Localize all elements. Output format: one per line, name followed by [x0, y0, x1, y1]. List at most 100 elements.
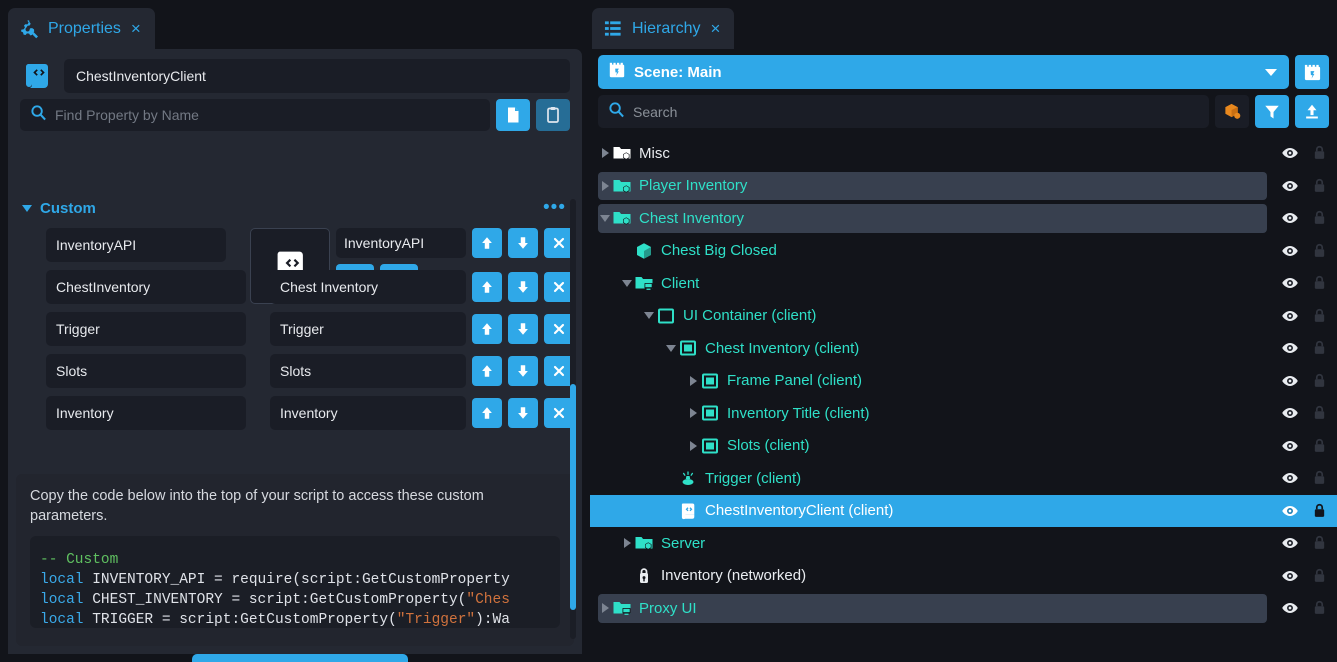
lock-icon[interactable] — [1311, 502, 1329, 520]
tree-row[interactable]: Slots (client) — [590, 430, 1337, 463]
move-down-button[interactable] — [508, 228, 538, 258]
tree-row[interactable]: Player Inventory — [590, 170, 1337, 203]
property-value-field[interactable]: Trigger — [270, 312, 466, 346]
property-key-field[interactable]: Slots — [46, 354, 246, 388]
lock-icon[interactable] — [1311, 437, 1329, 455]
custom-section-header[interactable]: Custom ••• — [16, 194, 574, 222]
filter-button[interactable] — [1255, 95, 1289, 128]
overflow-menu-icon[interactable]: ••• — [543, 197, 566, 218]
hierarchy-search-input[interactable] — [633, 103, 1199, 120]
asset-name-field[interactable]: InventoryAPI — [336, 228, 466, 258]
lock-icon[interactable] — [1311, 307, 1329, 325]
move-down-button[interactable] — [508, 356, 538, 386]
chevron-down-icon[interactable] — [22, 204, 32, 212]
lock-icon[interactable] — [1311, 242, 1329, 260]
tree-row[interactable]: Server — [590, 527, 1337, 560]
expand-triangle-icon[interactable] — [686, 374, 700, 388]
properties-scrollbar-thumb[interactable] — [570, 384, 576, 610]
visibility-eye-icon[interactable] — [1281, 274, 1299, 292]
tree-row[interactable]: Chest Inventory — [590, 202, 1337, 235]
tree-row[interactable]: Chest Inventory (client) — [590, 332, 1337, 365]
paste-properties-button[interactable] — [536, 99, 570, 131]
tree-row[interactable]: ChestInventoryClient (client) — [590, 494, 1337, 527]
collapse-triangle-icon[interactable] — [664, 341, 678, 355]
search-input-wrap[interactable] — [20, 99, 490, 131]
visibility-eye-icon[interactable] — [1281, 242, 1299, 260]
visibility-eye-icon[interactable] — [1281, 534, 1299, 552]
scene-dropdown[interactable]: Scene: Main — [598, 55, 1289, 89]
lock-icon[interactable] — [1311, 274, 1329, 292]
move-up-button[interactable] — [472, 398, 502, 428]
tree-row[interactable]: UI Container (client) — [590, 300, 1337, 333]
publish-button[interactable] — [1295, 95, 1329, 128]
visibility-eye-icon[interactable] — [1281, 339, 1299, 357]
lock-icon[interactable] — [1311, 567, 1329, 585]
expand-triangle-icon[interactable] — [686, 406, 700, 420]
property-value-field[interactable]: Chest Inventory — [270, 270, 466, 304]
expand-triangle-icon[interactable] — [598, 179, 612, 193]
tree-row[interactable]: Trigger (client) — [590, 462, 1337, 495]
remove-property-button[interactable] — [544, 356, 574, 386]
expand-triangle-icon[interactable] — [686, 439, 700, 453]
lock-icon[interactable] — [1311, 177, 1329, 195]
expand-triangle-icon[interactable] — [598, 601, 612, 615]
move-up-button[interactable] — [472, 356, 502, 386]
visibility-eye-icon[interactable] — [1281, 599, 1299, 617]
move-down-button[interactable] — [508, 398, 538, 428]
visibility-eye-icon[interactable] — [1281, 307, 1299, 325]
new-scene-button[interactable] — [1295, 55, 1329, 89]
property-key-field[interactable]: Inventory — [46, 396, 246, 430]
visibility-eye-icon[interactable] — [1281, 469, 1299, 487]
lock-icon[interactable] — [1311, 372, 1329, 390]
hierarchy-search-wrap[interactable] — [598, 95, 1209, 128]
visibility-eye-icon[interactable] — [1281, 404, 1299, 422]
tree-row[interactable]: Misc — [590, 137, 1337, 170]
property-key-field[interactable]: Trigger — [46, 312, 246, 346]
property-key-field[interactable]: ChestInventory — [46, 270, 246, 304]
remove-property-button[interactable] — [544, 272, 574, 302]
visibility-eye-icon[interactable] — [1281, 144, 1299, 162]
expand-triangle-icon[interactable] — [620, 536, 634, 550]
object-name-field[interactable] — [64, 59, 570, 93]
property-value-field[interactable]: Slots — [270, 354, 466, 388]
close-icon[interactable]: × — [710, 19, 721, 38]
tree-row[interactable]: Frame Panel (client) — [590, 365, 1337, 398]
remove-property-button[interactable] — [544, 398, 574, 428]
tab-properties[interactable]: Properties × — [8, 8, 155, 49]
lock-icon[interactable] — [1311, 339, 1329, 357]
collapse-triangle-icon[interactable] — [598, 211, 612, 225]
assets-toggle-button[interactable] — [1215, 95, 1249, 128]
tree-row[interactable]: Inventory Title (client) — [590, 397, 1337, 430]
add-custom-property-button[interactable]: Add Custom Property — [192, 654, 408, 662]
move-down-button[interactable] — [508, 272, 538, 302]
lock-icon[interactable] — [1311, 209, 1329, 227]
property-key-field[interactable]: InventoryAPI — [46, 228, 226, 262]
move-down-button[interactable] — [508, 314, 538, 344]
chevron-down-icon[interactable] — [1265, 68, 1277, 76]
lock-icon[interactable] — [1311, 404, 1329, 422]
tree-row[interactable]: Chest Big Closed — [590, 235, 1337, 268]
lock-icon[interactable] — [1311, 144, 1329, 162]
visibility-eye-icon[interactable] — [1281, 567, 1299, 585]
move-up-button[interactable] — [472, 314, 502, 344]
move-up-button[interactable] — [472, 272, 502, 302]
visibility-eye-icon[interactable] — [1281, 437, 1299, 455]
close-icon[interactable]: × — [130, 19, 141, 38]
lock-icon[interactable] — [1311, 599, 1329, 617]
collapse-triangle-icon[interactable] — [642, 309, 656, 323]
remove-property-button[interactable] — [544, 228, 574, 258]
expand-triangle-icon[interactable] — [598, 146, 612, 160]
tree-row[interactable]: Client — [590, 267, 1337, 300]
remove-property-button[interactable] — [544, 314, 574, 344]
move-up-button[interactable] — [472, 228, 502, 258]
lock-icon[interactable] — [1311, 534, 1329, 552]
tree-row[interactable]: Proxy UI — [590, 592, 1337, 625]
visibility-eye-icon[interactable] — [1281, 372, 1299, 390]
copy-properties-button[interactable] — [496, 99, 530, 131]
property-value-field[interactable]: Inventory — [270, 396, 466, 430]
visibility-eye-icon[interactable] — [1281, 502, 1299, 520]
lock-icon[interactable] — [1311, 469, 1329, 487]
tab-hierarchy[interactable]: Hierarchy × — [592, 8, 735, 49]
search-input[interactable] — [55, 107, 480, 123]
